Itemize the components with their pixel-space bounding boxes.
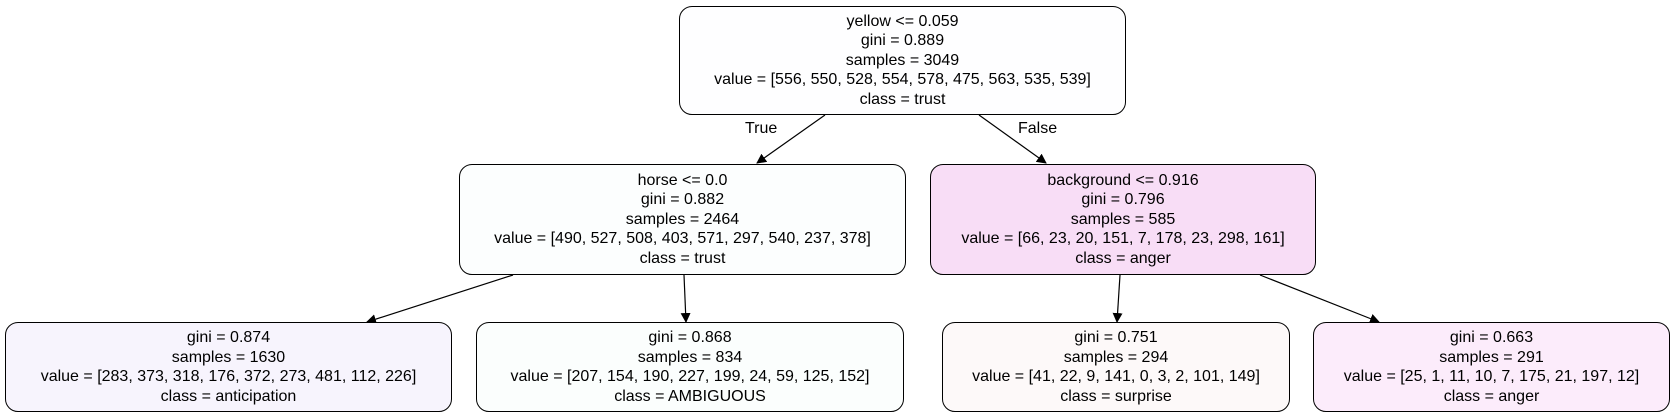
edge-root-to-left: [756, 114, 826, 164]
tree-node-leaf-anger: gini = 0.663 samples = 291 value = [25, 1,…: [1313, 322, 1670, 412]
edge-label-false: False: [1018, 120, 1058, 137]
node-value-text: value = [41, 22, 9, 141, 0, 3, 2, 101, 1…: [972, 368, 1260, 385]
node-gini-text: gini = 0.868: [648, 329, 732, 346]
node-value-text: value = [283, 373, 318, 176, 372, 273, 4…: [40, 368, 417, 385]
node-class-text: class = surprise: [1060, 387, 1172, 405]
node-value-text: value = [490, 527, 508, 403, 571, 297, 5…: [494, 230, 871, 248]
node-samples-text: samples = 1630: [171, 348, 286, 366]
node-samples-text: samples = 834: [637, 348, 743, 366]
node-value-text: value = [556, 550, 528, 554, 578, 475, 5…: [714, 71, 1091, 89]
node-split-condition: background <= 0.916: [1047, 171, 1199, 189]
edge-label-true: True: [745, 120, 778, 137]
node-value-text: value = [66, 23, 20, 151, 7, 178, 23, 29…: [961, 230, 1285, 248]
node-class-text: class = anger: [1443, 387, 1540, 405]
node-gini-text: gini = 0.663: [1449, 329, 1534, 346]
tree-node-leaf-anticipation: gini = 0.874 samples = 1630 value = [283, …: [5, 322, 452, 412]
tree-node-leaf-surprise: gini = 0.751 samples = 294 value = [41, 22…: [942, 322, 1290, 412]
node-gini-text: gini = 0.874: [186, 329, 271, 346]
node-class-text: class = trust: [639, 249, 726, 267]
node-gini-text: gini = 0.796: [1081, 191, 1165, 209]
tree-node-leaf-ambiguous: gini = 0.868 samples = 834 value = [207, 1…: [476, 322, 904, 412]
node-gini-text: gini = 0.889: [860, 32, 945, 50]
node-gini-text: gini = 0.882: [640, 191, 725, 209]
node-samples-text: samples = 2464: [625, 210, 740, 228]
node-samples-text: samples = 291: [1439, 348, 1544, 366]
node-class-text: class = AMBIGUOUS: [614, 387, 766, 405]
edge-left-to-left-left: [366, 274, 514, 325]
node-split-condition: yellow <= 0.059: [846, 12, 959, 30]
edge-right-to-right-left: [1112, 274, 1123, 323]
node-split-condition: horse <= 0.0: [637, 171, 728, 189]
node-samples-text: samples = 3049: [845, 51, 960, 69]
node-class-text: class = trust: [859, 90, 946, 108]
node-class-text: class = anticipation: [160, 387, 297, 405]
node-value-text: value = [25, 1, 11, 10, 7, 175, 21, 197,…: [1343, 368, 1640, 385]
node-samples-text: samples = 294: [1063, 348, 1169, 366]
edge-left-to-left-right: [680, 274, 691, 323]
node-samples-text: samples = 585: [1070, 210, 1176, 228]
edge-right-to-right-right: [1259, 274, 1380, 324]
node-value-text: value = [207, 154, 190, 227, 199, 24, 59…: [510, 368, 870, 385]
node-gini-text: gini = 0.751: [1074, 329, 1158, 346]
node-class-text: class = anger: [1075, 249, 1171, 267]
edge-root-to-right: [978, 114, 1047, 164]
